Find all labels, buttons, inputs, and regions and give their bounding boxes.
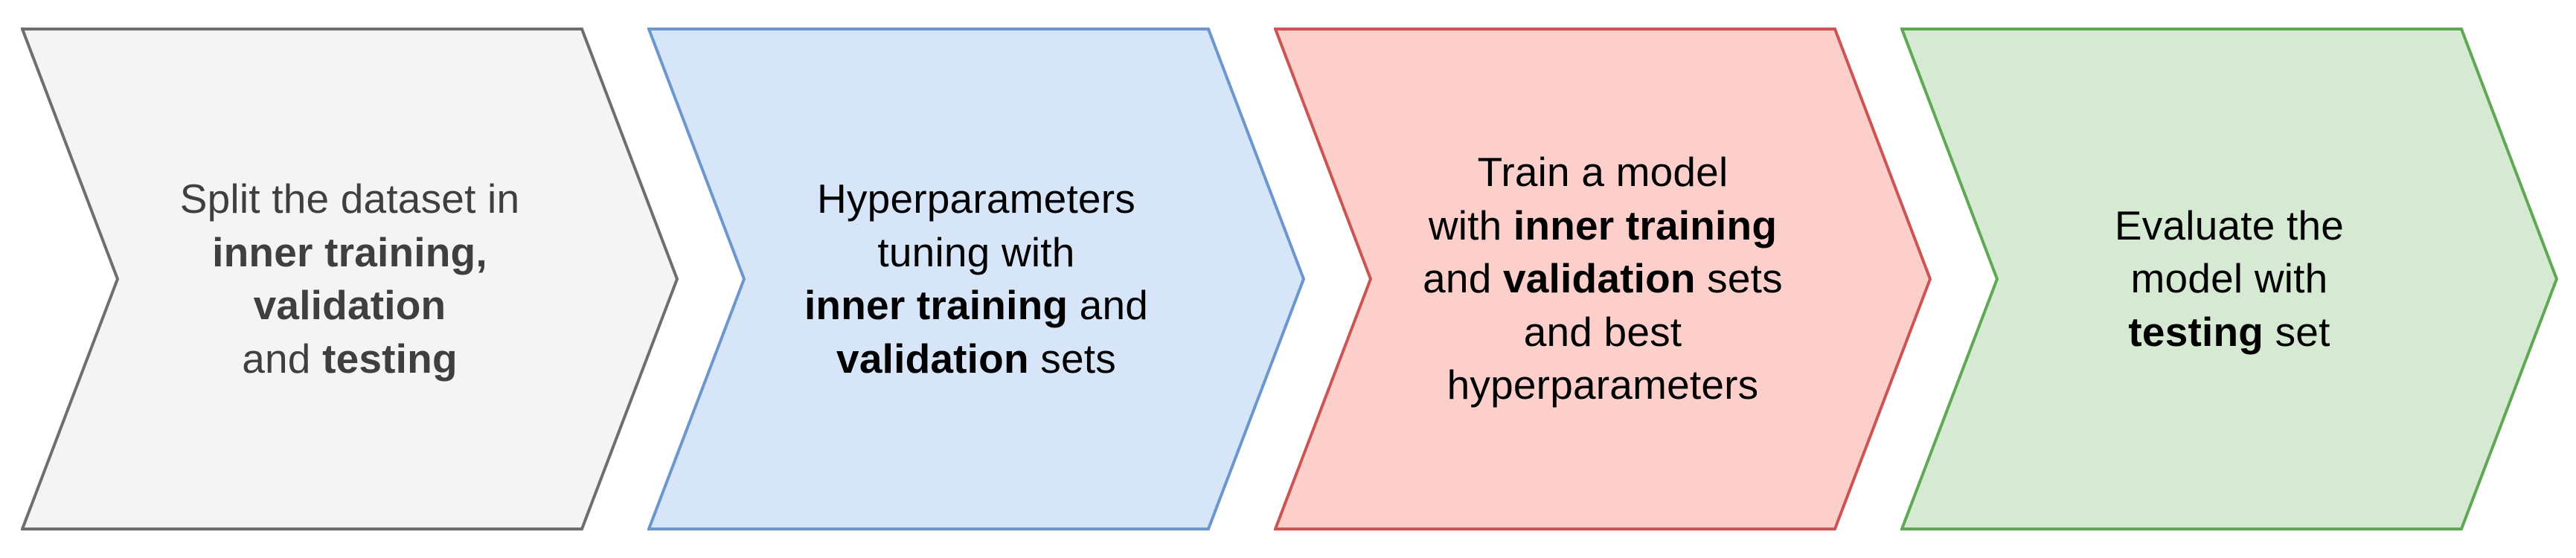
chevron-arrow-shape [1274,28,1932,530]
chevron-arrow-polygon [1274,28,1932,530]
chevron-arrow-polygon [1900,28,2558,530]
chevron-arrow-shape [647,28,1305,530]
chevron-arrow-shape [21,28,679,530]
chevron-arrow-polygon [21,28,679,530]
chevron-arrow-shape [1900,28,2558,530]
chevron-arrow-polygon [647,28,1305,530]
